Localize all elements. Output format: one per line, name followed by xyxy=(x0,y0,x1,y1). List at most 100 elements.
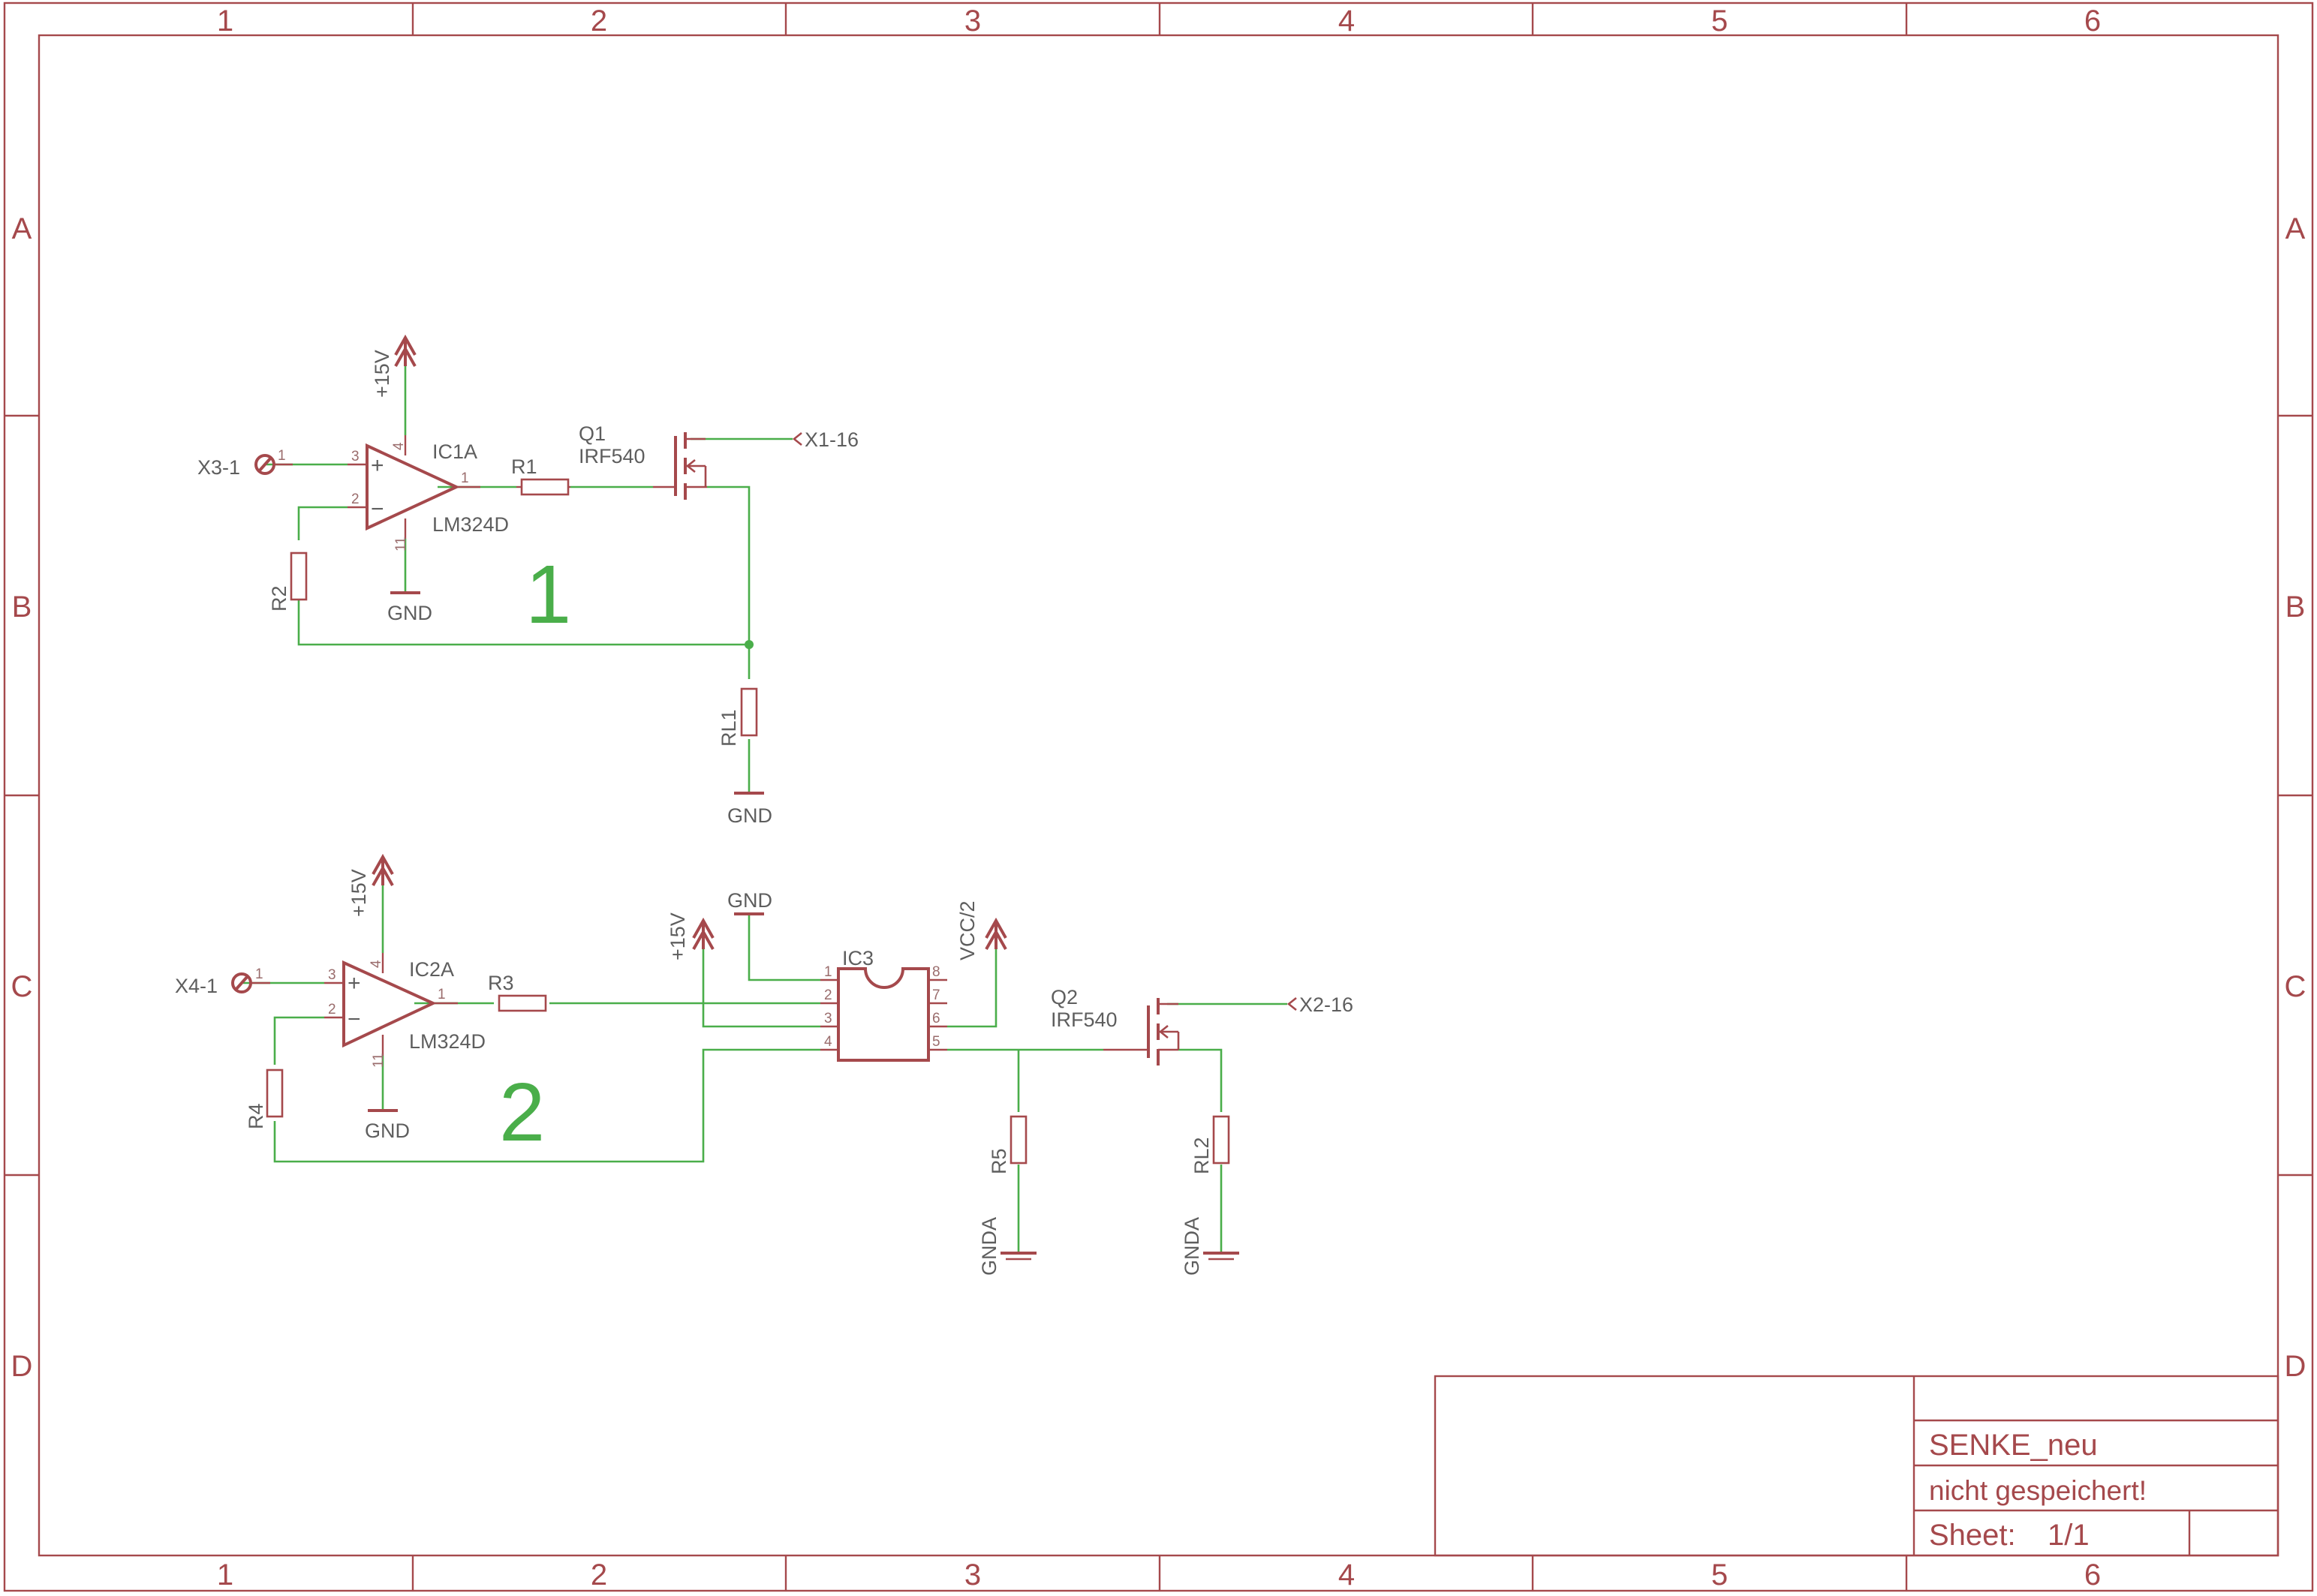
ic-name: IC3 xyxy=(842,947,874,969)
pin-number: 6 xyxy=(932,1011,940,1026)
pin-number: 2 xyxy=(328,1002,336,1017)
opamp-value: LM324D xyxy=(409,1030,486,1053)
pin-number: 4 xyxy=(391,442,407,450)
row-label-c: C xyxy=(11,970,33,1003)
opamp-name: IC1A xyxy=(432,440,477,463)
gnd-label: GND xyxy=(727,804,772,827)
opamp-value: LM324D xyxy=(432,513,509,536)
gnda-label: GNDA xyxy=(978,1217,1001,1276)
fet-name: Q2 xyxy=(1051,986,1078,1008)
pin-number: 11 xyxy=(371,1053,387,1068)
pin-number: 5 xyxy=(932,1034,940,1050)
supply-label: +15V xyxy=(667,912,689,960)
junction-dot xyxy=(745,640,754,649)
input-connector-x4-1: 1 X4-1 xyxy=(175,966,270,997)
supply-15v-ic2: +15V xyxy=(348,853,394,917)
col-label-4: 4 xyxy=(1338,5,1355,38)
circuit-number: 2 xyxy=(499,1066,545,1159)
sheet-label: Sheet: xyxy=(1929,1519,2016,1552)
row-label-a: A xyxy=(12,212,32,245)
resistor-r2: R2 xyxy=(268,552,308,612)
pin-number: 3 xyxy=(351,449,360,464)
minus-sign: − xyxy=(348,1007,361,1032)
opamp-ic1a: + − 3 2 1 4 11 IC1A LM324D xyxy=(348,435,509,552)
col-label-5: 5 xyxy=(1711,5,1728,38)
gnda-symbol: GNDA xyxy=(978,1217,1037,1276)
col-label-2: 2 xyxy=(591,1558,607,1591)
ground-symbol: GND xyxy=(365,1109,410,1142)
minus-sign: − xyxy=(371,497,384,521)
plus-sign: + xyxy=(348,971,361,996)
pin-number: 11 xyxy=(393,537,409,552)
col-label-3: 3 xyxy=(964,1558,981,1591)
input-label: X4-1 xyxy=(175,975,218,997)
pin-number: 1 xyxy=(461,470,469,486)
resistor-label: R1 xyxy=(511,455,537,478)
column-labels-top: 1 2 3 4 5 6 xyxy=(217,5,2101,38)
sheet-value: 1/1 xyxy=(2048,1519,2090,1552)
supply-15v-ic1: +15V xyxy=(371,334,417,398)
fet-value: IRF540 xyxy=(579,445,645,467)
pin-number: 1 xyxy=(255,966,263,982)
col-label-2: 2 xyxy=(591,5,607,38)
output-label: X1-16 xyxy=(805,428,859,451)
col-label-1: 1 xyxy=(217,1558,233,1591)
title-block: SENKE_neu nicht gespeichert! Sheet: 1/1 xyxy=(1434,1375,2279,1557)
col-label-6: 6 xyxy=(2084,1558,2101,1591)
resistor-r3: R3 xyxy=(488,972,547,1012)
column-labels-bottom: 1 2 3 4 5 6 xyxy=(217,1558,2101,1591)
pin-number: 1 xyxy=(278,448,286,464)
supply-label: VCC/2 xyxy=(956,900,979,960)
col-label-5: 5 xyxy=(1711,1558,1728,1591)
supply-label: +15V xyxy=(371,350,393,398)
opamp-name: IC2A xyxy=(409,958,454,981)
resistor-label: R5 xyxy=(988,1148,1010,1174)
gnda-symbol: GNDA xyxy=(1181,1217,1239,1276)
pin-number: 7 xyxy=(932,987,940,1003)
row-label-d: D xyxy=(11,1350,33,1383)
row-label-c: C xyxy=(2285,970,2306,1003)
pin-number: 1 xyxy=(824,964,832,980)
row-label-d: D xyxy=(2285,1350,2306,1383)
resistor-r1: R1 xyxy=(511,455,570,496)
ground-symbol: GND xyxy=(727,792,772,827)
output-label: X2-16 xyxy=(1299,993,1353,1016)
circuit-number: 1 xyxy=(525,549,571,641)
drawing-frame xyxy=(3,2,2314,1592)
mosfet-q2: Q2 IRF540 xyxy=(1051,986,1180,1066)
resistor-label: RL2 xyxy=(1190,1137,1213,1174)
mosfet-q1: Q1 IRF540 xyxy=(579,422,707,500)
ground-symbol: GND xyxy=(727,889,772,915)
row-label-a: A xyxy=(2285,212,2306,245)
resistor-label: R3 xyxy=(488,972,514,994)
col-label-4: 4 xyxy=(1338,1558,1355,1591)
circuit-1: 1 X3-1 + − 3 2 1 4 11 IC1A LM324D +15V xyxy=(197,334,859,827)
resistor-r4: R4 xyxy=(245,1069,284,1129)
save-status: nicht gespeichert! xyxy=(1929,1475,2147,1506)
pin-number: 8 xyxy=(932,964,940,980)
row-label-b: B xyxy=(2285,591,2306,624)
resistor-r5: R5 xyxy=(988,1115,1028,1174)
col-label-3: 3 xyxy=(964,5,981,38)
output-connector-x2-16: X2-16 xyxy=(1286,993,1353,1016)
gnd-label: GND xyxy=(727,889,772,912)
pin-number: 2 xyxy=(351,491,360,507)
resistor-label: RL1 xyxy=(718,709,740,747)
output-connector-x1-16: X1-16 xyxy=(792,428,859,451)
supply-vcc-half: VCC/2 xyxy=(956,900,1007,960)
fet-name: Q1 xyxy=(579,422,606,445)
supply-label: +15V xyxy=(348,869,370,917)
pin-number: 3 xyxy=(328,967,336,983)
gnda-label: GNDA xyxy=(1181,1217,1203,1276)
ground-symbol: GND xyxy=(387,591,432,624)
supply-15v-ic3: +15V xyxy=(667,912,715,960)
ic-ic3: 1 2 3 4 8 7 6 5 IC3 xyxy=(820,947,947,1062)
resistor-rl1: RL1 xyxy=(718,687,758,747)
opamp-ic2a: + − 3 2 1 4 11 IC2A LM324D xyxy=(324,953,486,1068)
circuit-2: 1 X4-1 + − 3 2 1 4 11 IC2A LM324D +15V xyxy=(175,853,1353,1276)
pin-number: 4 xyxy=(824,1034,832,1050)
gnd-label: GND xyxy=(365,1120,410,1142)
pin-number: 1 xyxy=(438,987,446,1002)
resistor-label: R2 xyxy=(268,585,290,612)
